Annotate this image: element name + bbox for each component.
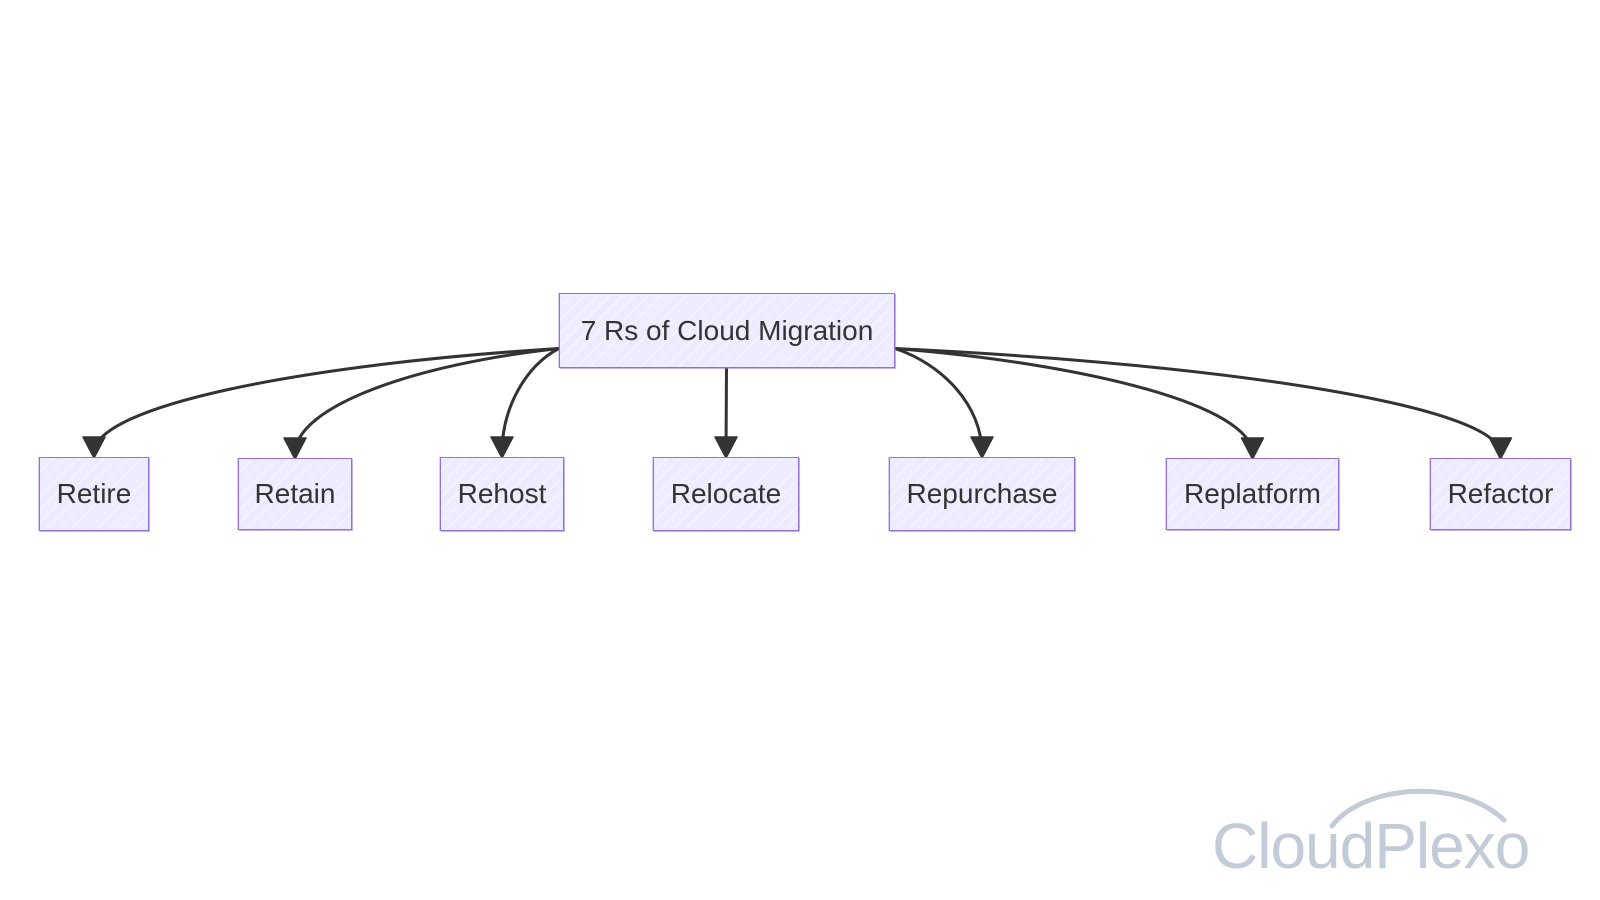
arrowhead-repurchase bbox=[970, 436, 994, 459]
node-retain-label: Retain bbox=[254, 478, 336, 509]
node-retain: Retain bbox=[238, 458, 352, 530]
edge-root-to-repurchase bbox=[893, 347, 984, 455]
edge-root-to-replatform bbox=[893, 347, 1254, 456]
node-relocate: Relocate bbox=[653, 457, 799, 531]
node-rehost-label: Rehost bbox=[457, 478, 547, 509]
edge-root-to-retain bbox=[293, 347, 561, 456]
node-refactor-label: Refactor bbox=[1447, 478, 1554, 509]
edge-root-to-retire bbox=[92, 347, 561, 455]
arrowhead-replatform bbox=[1240, 437, 1265, 460]
arrowhead-retire bbox=[82, 436, 106, 459]
arrowhead-relocate bbox=[714, 436, 738, 459]
arrowhead-rehost bbox=[490, 436, 514, 459]
arrowhead-refactor bbox=[1488, 437, 1513, 460]
edge-root-to-refactor bbox=[893, 347, 1502, 456]
node-relocate-label: Relocate bbox=[670, 478, 782, 509]
watermark-text: CloudPlexo bbox=[1212, 810, 1530, 882]
root-node-label: 7 Rs of Cloud Migration bbox=[580, 314, 874, 346]
node-repurchase-label: Repurchase bbox=[906, 478, 1058, 509]
node-repurchase: Repurchase bbox=[889, 457, 1075, 531]
node-refactor: Refactor bbox=[1430, 458, 1571, 530]
node-replatform: Replatform bbox=[1166, 458, 1339, 530]
node-replatform-label: Replatform bbox=[1184, 478, 1321, 509]
root-node: 7 Rs of Cloud Migration bbox=[559, 293, 895, 368]
cloud-arc-icon bbox=[1329, 788, 1507, 829]
cloudplexo-watermark: CloudPlexo bbox=[1212, 778, 1532, 878]
node-rehost: Rehost bbox=[440, 457, 564, 531]
node-retire-label: Retire bbox=[56, 478, 132, 509]
node-retire: Retire bbox=[39, 457, 149, 531]
arrowhead-retain bbox=[283, 437, 307, 460]
